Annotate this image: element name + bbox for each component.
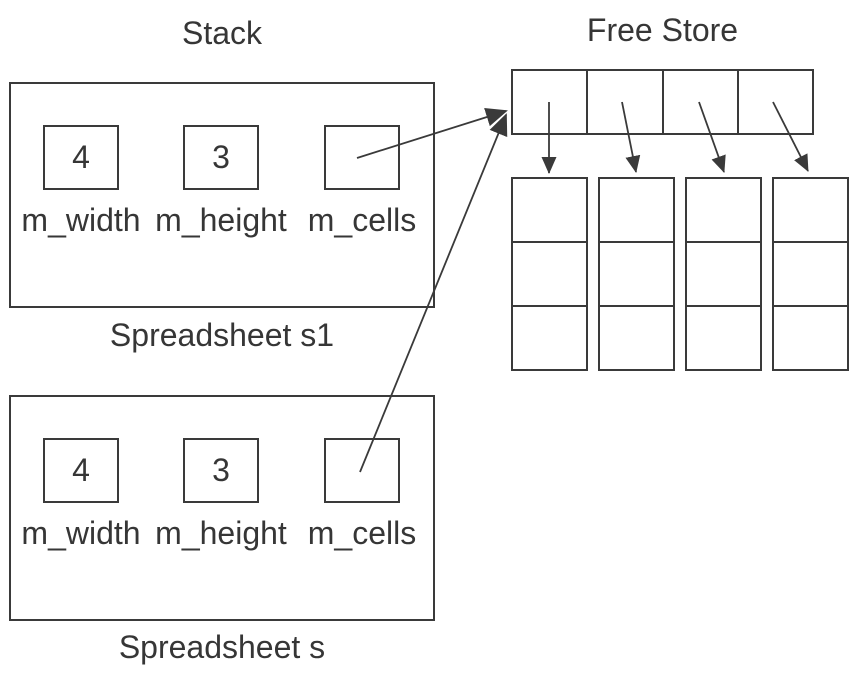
s-m-cells-label: m_cells — [307, 515, 417, 551]
cell — [687, 179, 760, 241]
s1-m-height-field: 3 m_height — [151, 125, 291, 238]
s1-m-cells-label: m_cells — [307, 202, 417, 238]
cell — [513, 305, 586, 369]
s-m-width-value: 4 — [72, 452, 90, 488]
s-m-height-field: 3 m_height — [151, 438, 291, 551]
s-m-height-value-box: 3 — [183, 438, 259, 503]
cell — [600, 179, 673, 241]
s1-m-cells-pointer-box — [324, 125, 400, 190]
free-store-cell-grid — [511, 177, 849, 371]
cell — [774, 179, 847, 241]
cell — [687, 241, 760, 305]
s1-m-height-value: 3 — [212, 139, 230, 175]
s1-m-width-value: 4 — [72, 139, 90, 175]
spreadsheet-s-object-box: 4 m_width 3 m_height m_cells — [9, 395, 435, 621]
cell — [774, 305, 847, 369]
s-m-height-label: m_height — [155, 515, 287, 551]
cell — [513, 179, 586, 241]
s1-m-width-field: 4 m_width — [11, 125, 151, 238]
s1-m-width-label: m_width — [21, 202, 141, 238]
free-store-pointer-array — [511, 69, 814, 135]
cell — [774, 241, 847, 305]
cell-column — [685, 177, 762, 371]
pointer-array-cell — [736, 71, 812, 133]
spreadsheet-s-caption: Spreadsheet s — [118, 629, 326, 665]
cell-column — [598, 177, 675, 371]
free-store-region-title: Free Store — [586, 12, 739, 48]
s1-m-width-value-box: 4 — [43, 125, 119, 190]
cell — [687, 305, 760, 369]
pointer-array-cell — [661, 71, 737, 133]
s-m-width-label: m_width — [21, 515, 141, 551]
s-m-cells-field: m_cells — [292, 438, 432, 551]
s-m-width-field: 4 m_width — [11, 438, 151, 551]
s1-m-height-label: m_height — [155, 202, 287, 238]
s-m-width-value-box: 4 — [43, 438, 119, 503]
s1-m-height-value-box: 3 — [183, 125, 259, 190]
spreadsheet-s1-caption: Spreadsheet s1 — [109, 317, 335, 353]
stack-region-title: Stack — [181, 15, 263, 51]
s-m-cells-pointer-box — [324, 438, 400, 503]
s1-m-cells-field: m_cells — [292, 125, 432, 238]
pointer-array-cell — [513, 71, 586, 133]
cell — [600, 241, 673, 305]
spreadsheet-s1-object-box: 4 m_width 3 m_height m_cells — [9, 82, 435, 308]
pointer-array-cell — [586, 71, 661, 133]
cell — [600, 305, 673, 369]
cell-column — [772, 177, 849, 371]
cell — [513, 241, 586, 305]
s-m-height-value: 3 — [212, 452, 230, 488]
cell-column — [511, 177, 588, 371]
